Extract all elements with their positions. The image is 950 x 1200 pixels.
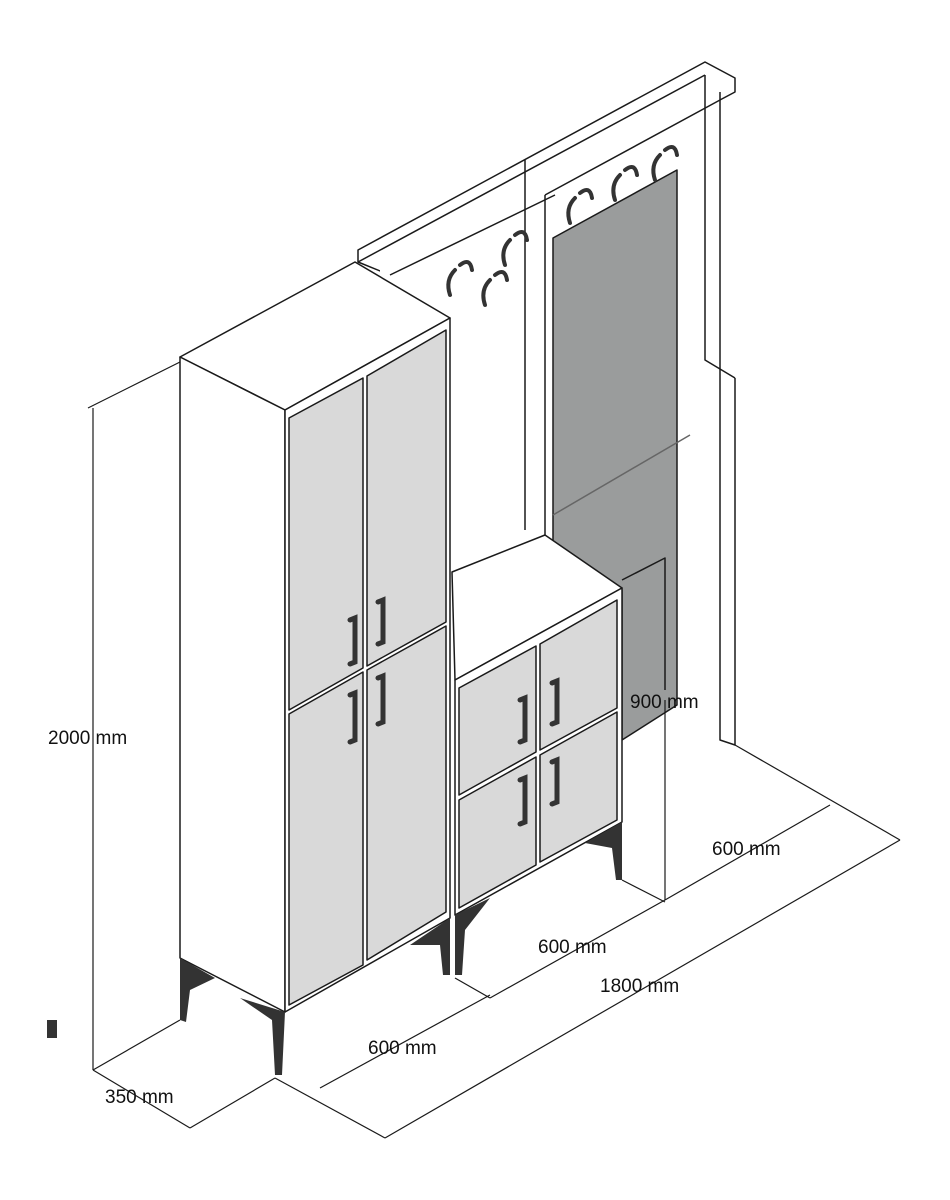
coat-hook <box>611 164 639 202</box>
small-door-lr <box>539 711 618 863</box>
height-label: 2000 mm <box>48 728 128 749</box>
leg <box>585 822 622 880</box>
handle <box>375 672 386 727</box>
total-width-label: 1800 mm <box>600 976 680 997</box>
handle <box>517 694 528 745</box>
small-door-ul <box>458 645 537 796</box>
handle <box>517 774 528 827</box>
coat-hook <box>481 269 509 307</box>
leg <box>240 998 285 1075</box>
door-lower-left <box>288 671 364 1006</box>
leg <box>455 898 490 975</box>
handle <box>549 756 560 807</box>
middle-width-label: 600 mm <box>538 937 607 958</box>
small-door-ll <box>458 756 537 909</box>
handle <box>375 596 386 647</box>
handle <box>347 689 358 745</box>
door-lower-right <box>366 625 447 961</box>
leg <box>410 918 450 975</box>
depth-label: 350 mm <box>105 1087 174 1108</box>
tall-width-label: 600 mm <box>368 1038 437 1059</box>
coat-hook <box>446 259 474 297</box>
right-width-label: 600 mm <box>712 839 781 860</box>
door-upper-right <box>366 329 447 667</box>
coat-hook <box>501 229 529 267</box>
leg <box>180 958 215 1022</box>
tall-cabinet-side <box>179 356 286 1013</box>
mirror-height-label: 900 mm <box>630 692 699 713</box>
coat-hook <box>566 187 594 225</box>
handle <box>347 614 358 667</box>
small-marker <box>47 1020 57 1038</box>
coat-hook <box>651 144 679 182</box>
door-upper-left <box>288 377 364 711</box>
handle <box>549 677 560 727</box>
